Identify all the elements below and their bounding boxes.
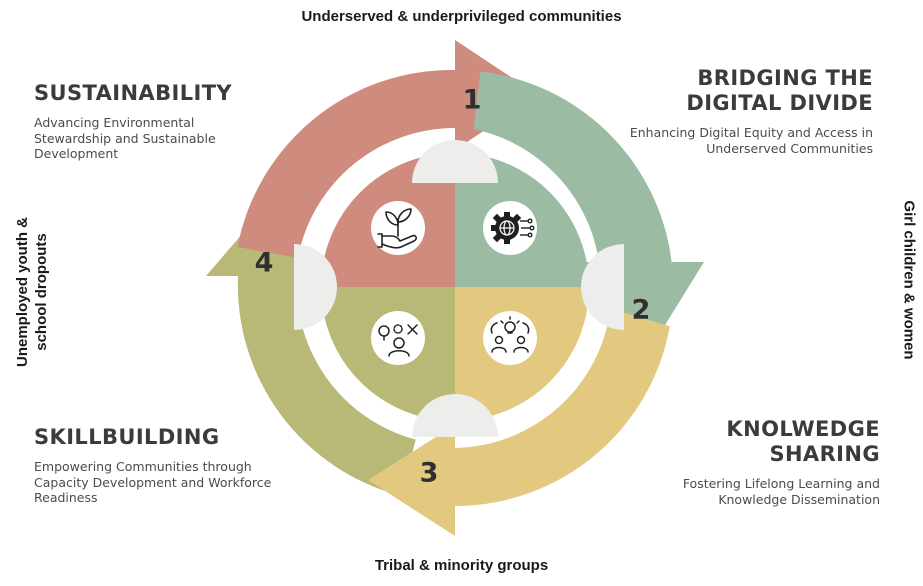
arrow-2-number: 2 [632,295,651,326]
sustainability-description: Advancing Environmental Stewardship and … [34,115,216,161]
arrow-4 [206,205,416,496]
connector-tab-bottom [412,394,498,437]
inner-quadrants [321,153,589,421]
skillbuilding-description: Empowering Communities through Capacity … [34,459,272,505]
arrow-2 [473,71,704,372]
sustainability-title: SUSTAINABILITY [34,81,233,105]
bottom-group-label: Tribal & minority groups [374,557,549,574]
knowledge-sharing-block: KNOLWEDGE SHARING Fostering Lifelong Lea… [620,417,880,507]
knowledge-exchange-icon [483,311,537,365]
connector-tab-left [294,244,337,330]
knowledge-sharing-title: KNOLWEDGE SHARING [726,417,880,466]
digital-divide-title: BRIDGING THE DIGITAL DIVIDE [686,66,873,115]
skillbuilding-title: SKILLBUILDING [34,425,220,449]
arrow-1 [237,40,538,258]
knowledge-sharing-description: Fostering Lifelong Learning and Knowledg… [682,476,880,507]
digital-gear-globe-icon [483,201,537,255]
arrow-4-number: 4 [255,248,274,279]
connector-tabs [294,140,624,437]
arrow-3 [368,308,670,536]
arrow-numbers: 1 2 3 4 [255,85,651,489]
arrow-3-number: 3 [420,458,439,489]
top-group-label: Underserved & underprivileged communitie… [301,8,622,25]
connector-tab-right [581,244,624,330]
skills-person-tools-icon [371,311,425,365]
cycle-arrows [206,40,704,536]
digital-divide-block: BRIDGING THE DIGITAL DIVIDE Enhancing Di… [613,66,873,156]
skillbuilding-block: SKILLBUILDING Empowering Communities thr… [34,425,294,506]
arrow-1-number: 1 [463,85,482,116]
sustainability-block: SUSTAINABILITY Advancing Environmental S… [34,81,274,162]
connector-tab-top [412,140,498,183]
plant-in-hand-icon [371,201,425,255]
digital-divide-description: Enhancing Digital Equity and Access in U… [629,125,873,156]
